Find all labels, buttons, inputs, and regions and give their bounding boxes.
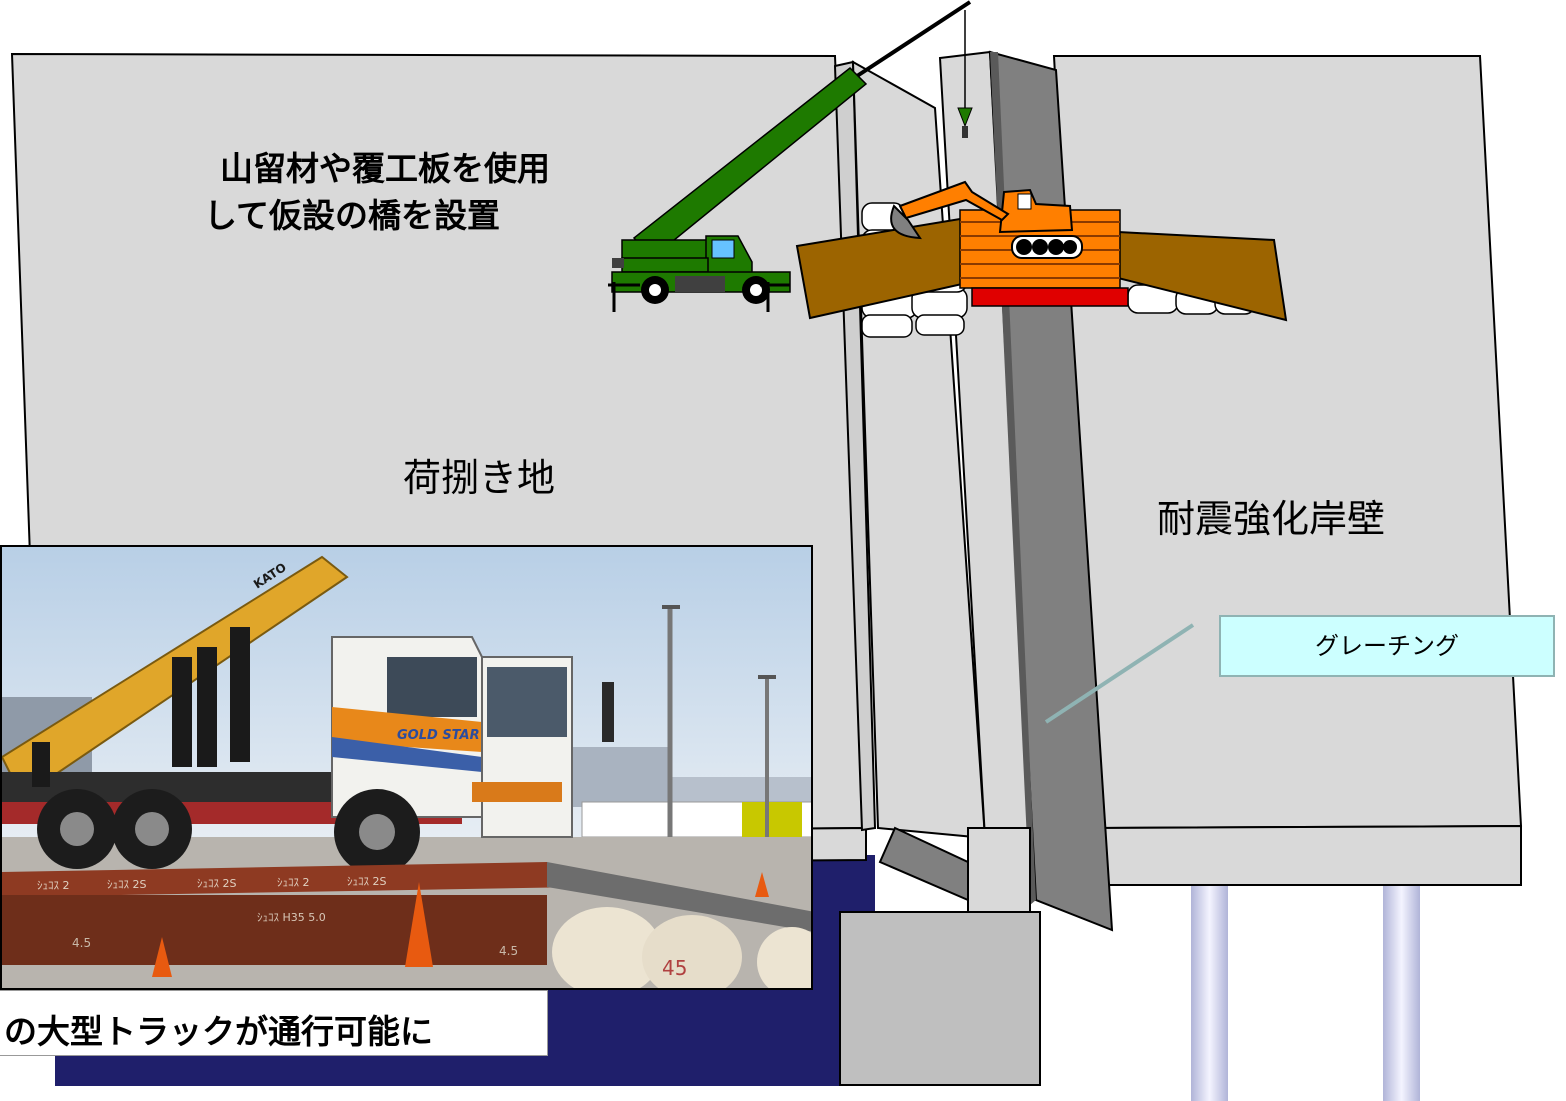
seismic-quay-slab-edge (1094, 824, 1522, 886)
crane-truck (608, 66, 868, 312)
crane-hook-icon (957, 107, 973, 128)
beam-size-mark-1: 4.5 (499, 944, 518, 958)
excavator (890, 180, 1083, 259)
pillar-left (1191, 885, 1228, 1101)
cargo-area-label: 荷捌き地 (403, 456, 556, 500)
photo-scene: GOLD STAR KATO ｼｭｺｽ 2 ｼｭｺｽ 2S ｼｭｺｽ 2S ｼｭ… (2, 547, 811, 988)
sandbag-mark: 45 (662, 956, 687, 980)
note-line-1: 山留材や覆工板を使用 (220, 149, 550, 188)
beam-mark-2: ｼｭｺｽ 2S (107, 878, 146, 891)
pillar-right (1383, 885, 1420, 1101)
crane-jib-cable (852, 0, 972, 80)
crane-hook-block (962, 126, 968, 138)
truck-logo-text: GOLD STAR (397, 728, 480, 743)
grating-leader-line (1044, 623, 1195, 724)
beam-mark-1: ｼｭｺｽ 2 (37, 879, 70, 892)
seismic-quay-slab (1052, 55, 1523, 830)
photo-caption-box: の大型トラックが通行可能に (0, 990, 548, 1056)
beam-mark-6: ｼｭｺｽ H35 5.0 (257, 911, 326, 924)
beam-mark-4: ｼｭｺｽ 2 (277, 876, 310, 889)
grating-callout: グレーチング (1219, 615, 1555, 677)
seismic-quay-label: 耐震強化岸壁 (1157, 497, 1386, 541)
beam-mark-5: ｼｭｺｽ 2S (347, 875, 386, 888)
beam-size-mark-2: 4.5 (72, 936, 91, 950)
beam-mark-3: ｼｭｺｽ 2S (197, 877, 236, 890)
note-line-2: して仮設の橋を設置 (204, 196, 501, 235)
foundation-block (839, 911, 1041, 1086)
gap-block (967, 827, 1031, 914)
inset-photo: GOLD STAR KATO ｼｭｺｽ 2 ｼｭｺｽ 2S ｼｭｺｽ 2S ｼｭ… (0, 545, 813, 990)
photo-caption-text: の大型トラックが通行可能に (4, 1012, 433, 1051)
